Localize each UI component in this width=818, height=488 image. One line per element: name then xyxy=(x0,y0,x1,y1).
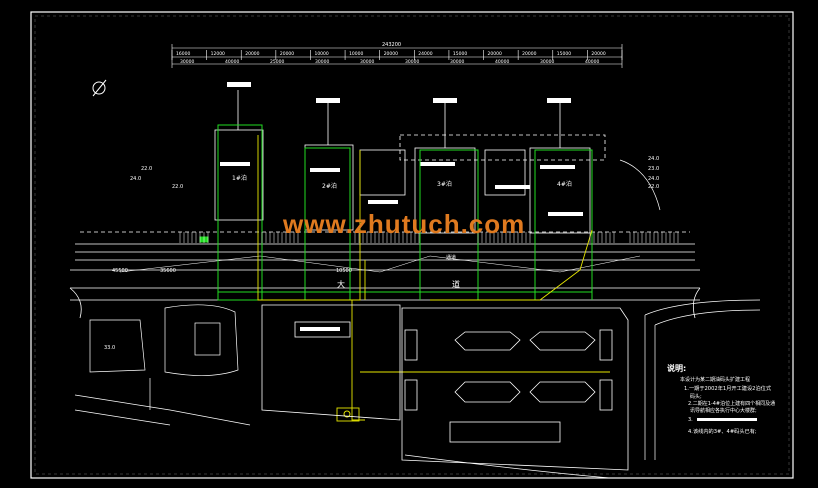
dim-top-value: 16000 xyxy=(176,51,190,57)
notes-title: 说明: xyxy=(667,363,686,373)
dim-second-value: 30000 xyxy=(180,59,194,65)
dim-second-value: 40000 xyxy=(585,59,599,65)
inner-frame xyxy=(34,15,790,475)
dim-second-value: 25000 xyxy=(270,59,284,65)
dim-top-value: 20000 xyxy=(522,51,536,57)
dim-second-value: 40000 xyxy=(225,59,239,65)
terminal-blocks xyxy=(261,304,629,471)
level-label: 22.0 xyxy=(648,184,659,190)
note-line: 本设计为某二期油码头扩建工程 xyxy=(680,376,750,383)
side-dim: 10500 xyxy=(336,268,352,274)
channel-label: 通道 xyxy=(446,254,456,261)
dim-top-value: 10000 xyxy=(349,51,363,57)
dim-top-value: 15000 xyxy=(557,51,571,57)
berth-label-1: 1#泊 xyxy=(232,174,247,182)
level-label: 24.0 xyxy=(130,176,141,182)
berth-label-4: 4#泊 xyxy=(557,180,572,188)
note-line: 讯导航相应各执行中心大楼群; xyxy=(690,407,757,414)
note-redaction xyxy=(697,418,757,421)
valve-icon xyxy=(343,410,351,418)
watermark-text: www.zhutuch.com xyxy=(282,209,525,239)
yellow-pipelines xyxy=(257,135,610,422)
dim-top-value: 20000 xyxy=(488,51,502,57)
note-line: 2.二期在1-4#泊位上建有四个相同及通 xyxy=(688,400,775,407)
dim-overall: 243200 xyxy=(382,42,401,48)
side-dim: 35600 xyxy=(160,268,176,274)
level-label: 22.0 xyxy=(172,184,183,190)
outer-frame xyxy=(30,11,794,479)
note-line: 4.该线内的3#、4#码头已有; xyxy=(688,427,757,435)
level-label: 23.0 xyxy=(648,166,659,172)
level-label: 24.0 xyxy=(648,176,659,182)
dim-second-value: 30000 xyxy=(450,59,464,65)
dim-top-value: 20000 xyxy=(280,51,294,57)
dim-top-value: 24000 xyxy=(418,51,432,57)
berth-label-3: 3#泊 xyxy=(437,180,452,188)
level-label: 33.0 xyxy=(104,345,115,351)
pier-heads xyxy=(220,82,583,331)
dim-second-value: 30000 xyxy=(540,59,554,65)
road-label: 大 xyxy=(337,279,345,289)
level-label: 24.0 xyxy=(648,156,659,162)
note-line: 3. xyxy=(688,417,693,423)
green-pipelines xyxy=(199,124,593,301)
dim-second-value: 30000 xyxy=(360,59,374,65)
dim-top-value: 20000 xyxy=(245,51,259,57)
road-label: 道 xyxy=(452,279,460,289)
dim-top-value: 12000 xyxy=(211,51,225,57)
berth-label-2: 2#泊 xyxy=(322,182,337,190)
level-label: 22.0 xyxy=(141,166,152,172)
dim-top-value: 20000 xyxy=(591,51,605,57)
notes-block: 说明: 本设计为某二期油码头扩建工程 1.一期于2002年1月开工建设2泊位式 … xyxy=(667,363,775,435)
north-arrow-icon xyxy=(92,79,107,97)
note-line: 1.一期于2002年1月开工建设2泊位式 xyxy=(684,384,772,392)
dim-top-value: 20000 xyxy=(384,51,398,57)
ramp-lines xyxy=(119,255,641,273)
dim-second-value: 30000 xyxy=(405,59,419,65)
side-dim: 45500 xyxy=(112,268,128,274)
dim-top-value: 15000 xyxy=(453,51,467,57)
dim-second-value: 30000 xyxy=(315,59,329,65)
dim-top-value: 10000 xyxy=(314,51,328,57)
dim-second-value: 40000 xyxy=(495,59,509,65)
right-roads xyxy=(404,159,761,479)
left-site xyxy=(74,304,251,426)
note-line: 码头; xyxy=(690,393,702,400)
